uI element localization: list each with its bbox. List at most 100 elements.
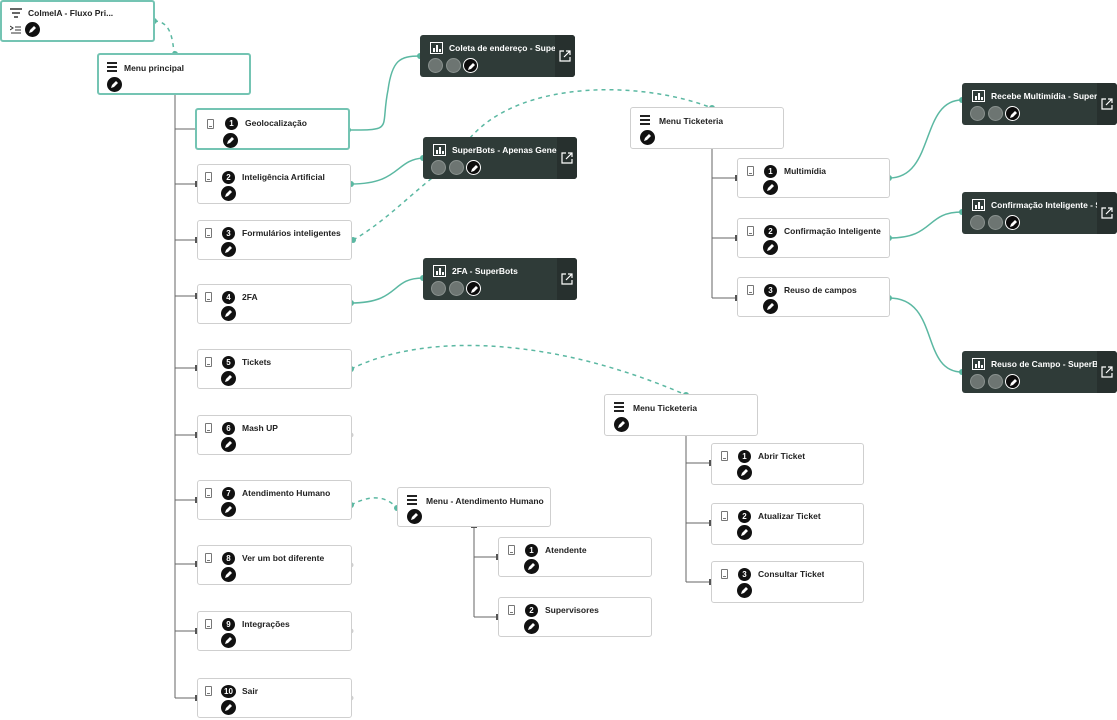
bot-node-coleta[interactable]: Coleta de endereço - SuperBots (420, 35, 575, 77)
main-item-node[interactable]: 10 Sair (197, 678, 352, 718)
bot-node-reuso[interactable]: Reuso de Campo - SuperBot fe (962, 351, 1117, 393)
edit-pencil-icon[interactable] (763, 180, 778, 195)
main-item-node[interactable]: 5 Tickets (197, 349, 352, 389)
edit-pencil-icon[interactable] (221, 186, 236, 201)
menu-title: Menu - Atendimento Humano (426, 496, 544, 506)
edit-pencil-icon[interactable] (737, 465, 752, 480)
submenu-item-node[interactable]: 1 Atendente (498, 537, 652, 577)
main-item-node[interactable]: 6 Mash UP (197, 415, 352, 455)
edit-pencil-icon[interactable] (737, 583, 752, 598)
edit-pencil-icon[interactable] (221, 700, 236, 715)
edit-pencil-icon[interactable] (221, 242, 236, 257)
open-external-panel[interactable] (1097, 83, 1117, 125)
edit-pencil-icon[interactable] (463, 58, 478, 73)
main-item-node[interactable]: 4 2FA (197, 284, 352, 324)
open-external-panel[interactable] (1097, 351, 1117, 393)
edit-pencil-icon[interactable] (223, 133, 238, 148)
item-label: Atendente (545, 545, 587, 555)
main-item-node[interactable]: 2 Inteligência Artificial (197, 164, 351, 204)
submenu-item-node[interactable]: 2 Confirmação Inteligente (737, 218, 890, 258)
submenu-item-node[interactable]: 1 Multimídia (737, 158, 890, 198)
external-link-icon[interactable] (1101, 366, 1113, 378)
submenu-item-node[interactable]: 3 Reuso de campos (737, 277, 890, 317)
main-item-node[interactable]: 9 Integrações (197, 611, 352, 651)
phone-icon (205, 686, 212, 696)
menu-ticketeria-node[interactable]: Menu Ticketeria (630, 107, 784, 149)
edit-pencil-icon[interactable] (221, 306, 236, 321)
edit-pencil-icon[interactable] (763, 299, 778, 314)
main-item-node[interactable]: 7 Atendimento Humano (197, 480, 352, 520)
item-number-badge: 4 (222, 291, 235, 304)
root-title: ColmeIA - Fluxo Pri... (28, 8, 114, 18)
item-label: Tickets (242, 357, 272, 367)
menu-title: Menu Ticketeria (633, 403, 698, 413)
menu-ticketeria-node[interactable]: Menu Ticketeria (604, 394, 758, 436)
collapse-list-icon[interactable] (10, 25, 21, 34)
edit-pencil-icon[interactable] (466, 281, 481, 296)
open-external-panel[interactable] (557, 137, 577, 179)
item-number-badge: 1 (764, 165, 777, 178)
root-flow-node[interactable]: ColmeIA - Fluxo Pri... (0, 0, 155, 42)
submenu-item-node[interactable]: 2 Supervisores (498, 597, 652, 637)
edit-pencil-icon[interactable] (640, 130, 655, 145)
item-label: Abrir Ticket (758, 451, 806, 461)
bot-node-confirmacao[interactable]: Confirmação Inteligente - SuperBots (962, 192, 1117, 234)
external-link-icon[interactable] (561, 152, 573, 164)
edit-pencil-icon[interactable] (107, 77, 122, 92)
avatar-placeholder-icon (970, 374, 985, 389)
open-external-panel[interactable] (557, 258, 577, 300)
edit-pencil-icon[interactable] (221, 567, 236, 582)
item-number-badge: 2 (738, 510, 751, 523)
avatar-placeholder-icon (428, 58, 443, 73)
edit-pencil-icon[interactable] (763, 240, 778, 255)
item-label: Formulários inteligentes (242, 228, 341, 238)
bot-node-recebe[interactable]: Recebe Multimídia - SuperBots (962, 83, 1117, 125)
edit-pencil-icon[interactable] (1005, 215, 1020, 230)
phone-icon (205, 423, 212, 433)
avatar-placeholder-icon (446, 58, 461, 73)
item-number-badge: 2 (525, 604, 538, 617)
bot-node-2fa[interactable]: 2FA - SuperBots (423, 258, 577, 300)
bot-node-apenas[interactable]: SuperBots - Apenas Generativo (423, 137, 577, 179)
main-item-node[interactable]: 3 Formulários inteligentes (197, 220, 352, 260)
menu-atendimento-node[interactable]: Menu - Atendimento Humano (397, 487, 551, 527)
edit-pencil-icon[interactable] (524, 619, 539, 634)
item-number-badge: 10 (221, 685, 236, 698)
submenu-item-node[interactable]: 1 Abrir Ticket (711, 443, 864, 485)
item-number-badge: 5 (222, 356, 235, 369)
edit-pencil-icon[interactable] (614, 417, 629, 432)
external-link-icon[interactable] (1101, 98, 1113, 110)
edit-pencil-icon[interactable] (466, 160, 481, 175)
submenu-item-node[interactable]: 2 Atualizar Ticket (711, 503, 864, 545)
open-external-panel[interactable] (555, 35, 575, 77)
menu-principal-node[interactable]: Menu principal (97, 53, 251, 95)
main-item-node[interactable]: 8 Ver um bot diferente (197, 545, 352, 585)
edit-pencil-icon[interactable] (1005, 374, 1020, 389)
phone-icon (747, 166, 754, 176)
chart-icon (433, 265, 446, 277)
item-label: Sair (242, 686, 259, 696)
menu-title: Menu Ticketeria (659, 116, 724, 126)
phone-icon (747, 285, 754, 295)
item-label: Supervisores (545, 605, 599, 615)
edit-pencil-icon[interactable] (737, 525, 752, 540)
menu-principal-title: Menu principal (124, 63, 184, 73)
edit-pencil-icon[interactable] (25, 22, 40, 37)
external-link-icon[interactable] (559, 50, 571, 62)
external-link-icon[interactable] (1101, 207, 1113, 219)
edit-pencil-icon[interactable] (1005, 106, 1020, 121)
avatar-placeholder-icon (431, 281, 446, 296)
edit-pencil-icon[interactable] (221, 437, 236, 452)
main-item-node[interactable]: 1 Geolocalização (195, 108, 350, 150)
edit-pencil-icon[interactable] (221, 371, 236, 386)
external-link-icon[interactable] (561, 273, 573, 285)
edit-pencil-icon[interactable] (221, 633, 236, 648)
bot-title: Confirmação Inteligente - SuperBots (991, 200, 1103, 210)
submenu-item-node[interactable]: 3 Consultar Ticket (711, 561, 864, 603)
bot-title: 2FA - SuperBots (452, 266, 518, 276)
edit-pencil-icon[interactable] (407, 509, 422, 524)
edit-pencil-icon[interactable] (221, 502, 236, 517)
open-external-panel[interactable] (1097, 192, 1117, 234)
filter-icon[interactable] (10, 8, 22, 18)
edit-pencil-icon[interactable] (524, 559, 539, 574)
